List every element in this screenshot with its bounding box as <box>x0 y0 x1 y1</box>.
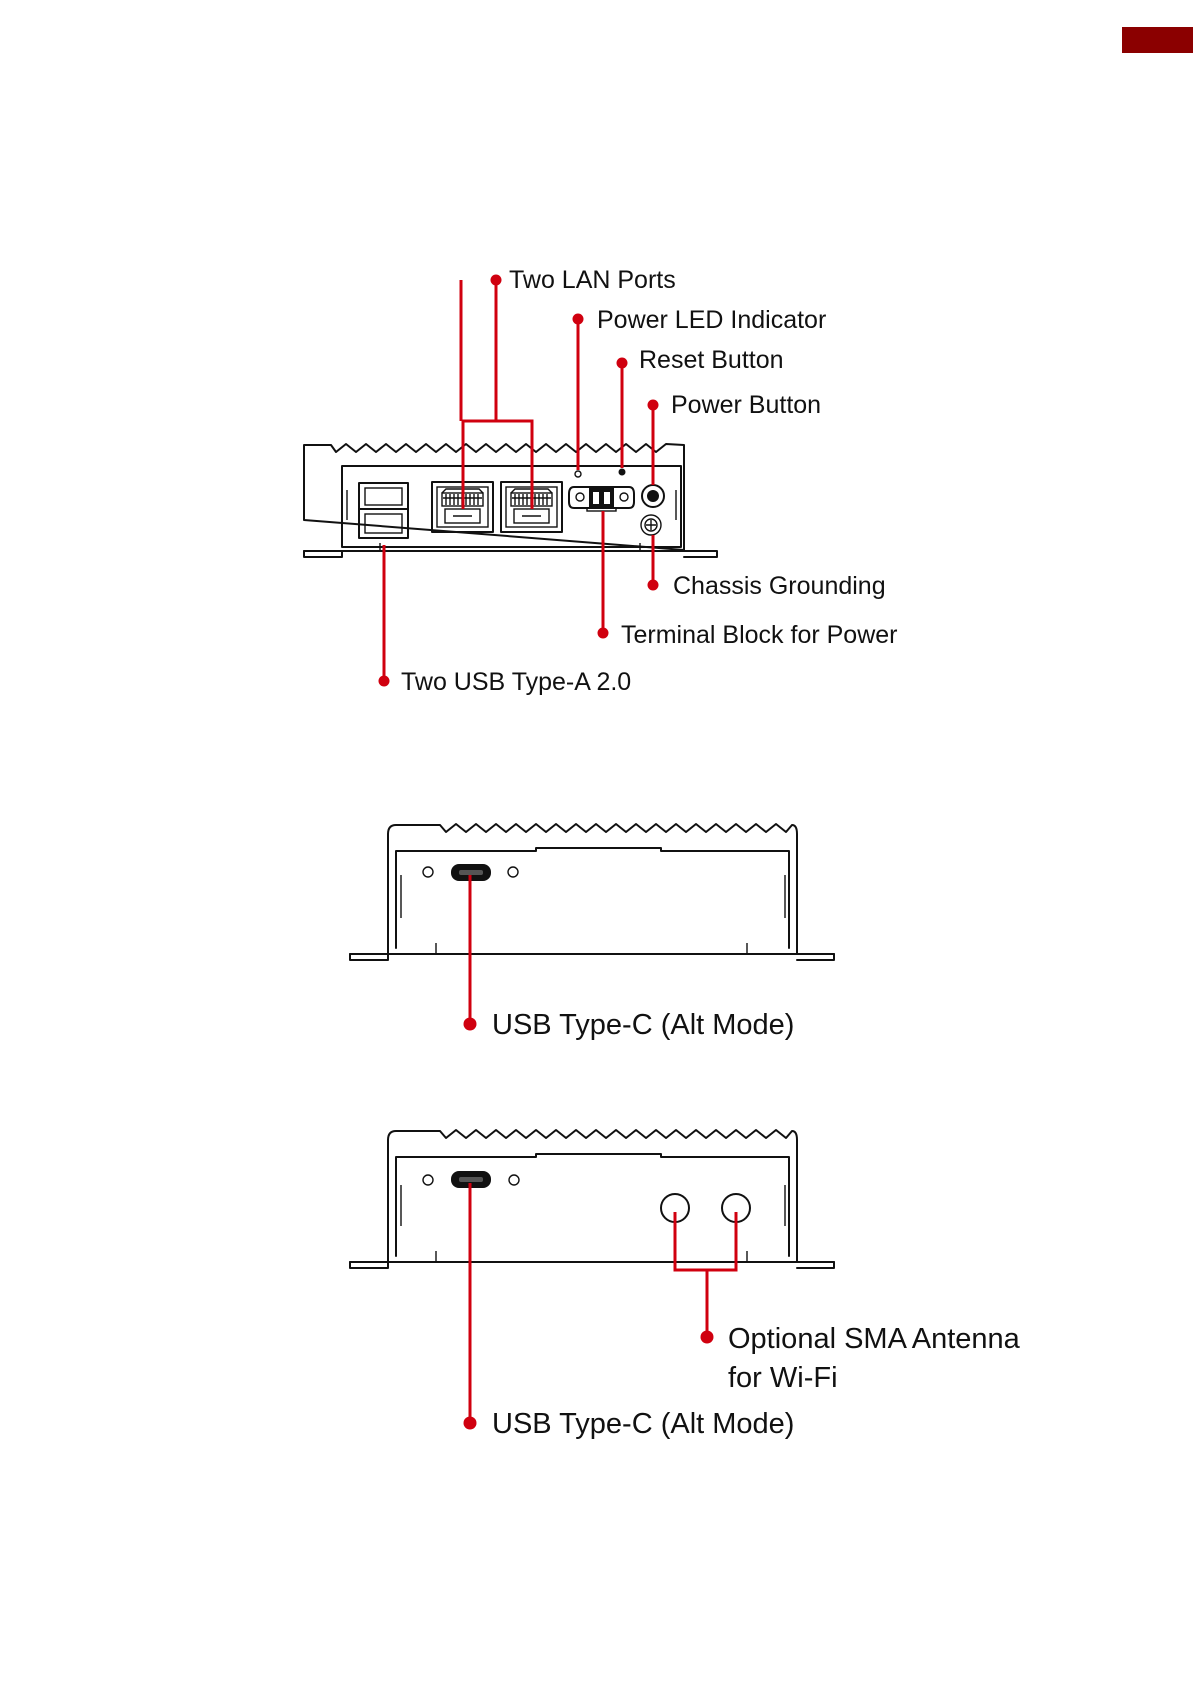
rear-panel-wifi-drawing <box>350 1130 834 1268</box>
sma-callout-dot <box>701 1331 714 1344</box>
usb-a-callout-dot <box>379 676 390 687</box>
ground-callout-dot <box>648 580 659 591</box>
usb-c-wifi-callout-dot <box>464 1417 477 1430</box>
reset-pinhole <box>619 469 626 476</box>
rear-panel-basic-drawing <box>350 824 834 960</box>
power-led <box>575 471 581 477</box>
usb-a-ports <box>359 483 408 538</box>
usb-c-callout-dot <box>464 1018 477 1031</box>
power-led-callout-dot <box>573 314 584 325</box>
reset-button-label: Reset Button <box>639 346 784 374</box>
power-led-label: Power LED Indicator <box>597 306 826 334</box>
sma-antenna-label-line1: Optional SMA Antenna <box>728 1323 1021 1355</box>
usb-type-c-wifi-label: USB Type-C (Alt Mode) <box>492 1408 794 1440</box>
terminal-callout-dot <box>598 628 609 639</box>
front-panel-drawing <box>304 444 717 557</box>
front-callout-lines <box>384 280 653 681</box>
ground-screw <box>641 515 661 535</box>
terminal-block-label: Terminal Block for Power <box>621 621 897 649</box>
terminal-block <box>569 487 634 511</box>
power-button-label: Power Button <box>671 391 821 419</box>
power-button-callout-dot <box>648 400 659 411</box>
power-button <box>642 485 664 507</box>
reset-callout-dot <box>617 358 628 369</box>
chassis-grounding-label: Chassis Grounding <box>673 572 886 600</box>
usb-type-a-label: Two USB Type-A 2.0 <box>401 668 631 696</box>
usb-type-c-label: USB Type-C (Alt Mode) <box>492 1009 794 1041</box>
lan-ports-label: Two LAN Ports <box>509 266 676 294</box>
sma-antenna-label-line2: for Wi-Fi <box>728 1362 838 1394</box>
